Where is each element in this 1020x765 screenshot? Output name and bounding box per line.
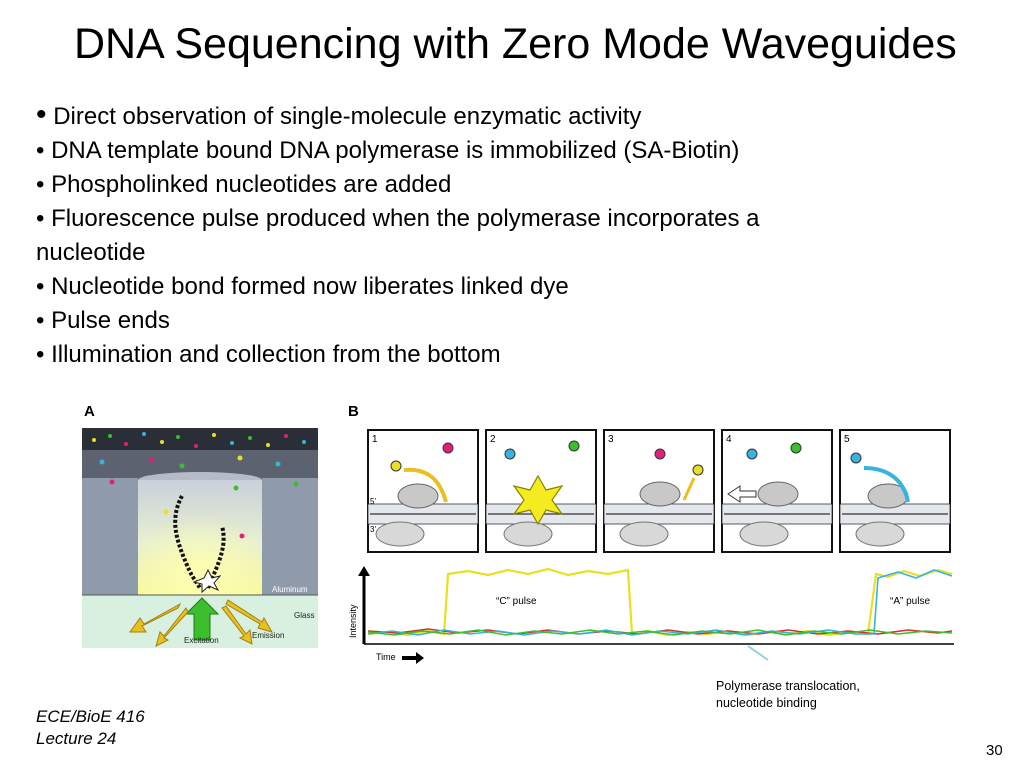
aluminum-left: [82, 478, 138, 595]
panel-a-label: A: [84, 403, 95, 420]
fluorescence-burst: [512, 474, 564, 526]
glass-label: Glass: [294, 611, 314, 620]
step-frame-2: 2: [485, 429, 597, 553]
caption-line: nucleotide binding: [716, 696, 817, 710]
excitation-label: Excitation: [184, 636, 219, 645]
bullet-marker: •: [36, 137, 45, 164]
translocation-pointer: [747, 645, 769, 661]
step-frame-4: 4: [721, 429, 833, 553]
panel-b-label: B: [348, 403, 359, 420]
step-frame-3: 3: [603, 429, 715, 553]
bullet-text: Nucleotide bond formed now liberates lin…: [51, 273, 569, 300]
c-pulse-label: “C” pulse: [496, 596, 537, 607]
step-frame-5: 5: [839, 429, 951, 553]
cyan-trace: [367, 569, 953, 636]
illumination-glow: [138, 488, 262, 595]
x-axis-label: Time: [376, 652, 396, 662]
bullet-marker: •: [36, 273, 45, 300]
bullet-item: • Illumination and collection from the b…: [36, 338, 936, 372]
lecture-number: Lecture 24: [36, 729, 117, 748]
bullet-marker: •: [36, 307, 45, 334]
zmw-well-illustration: Aluminum Glass Excitation Emission: [82, 428, 318, 648]
bullet-item-continuation: nucleotide: [36, 236, 936, 270]
step-number: 1: [372, 434, 378, 445]
bullet-text: DNA template bound DNA polymerase is imm…: [51, 137, 740, 164]
bullet-text: Illumination and collection from the bot…: [51, 341, 501, 368]
bullet-text: Direct observation of single-molecule en…: [53, 103, 642, 130]
y-axis-label: Intensity: [348, 604, 358, 638]
translocation-arrow: [727, 485, 757, 503]
sequencing-steps-and-trace: 1 5' 3' 2 3: [348, 429, 954, 664]
intensity-trace: Intensity Time “C” pulse “A” pulse: [348, 566, 954, 664]
bullet-marker: •: [36, 341, 45, 368]
step-number: 2: [490, 434, 496, 445]
translocation-caption: Polymerase translocation, nucleotide bin…: [716, 678, 936, 712]
bullet-marker: •: [36, 171, 45, 198]
bullet-item: • DNA template bound DNA polymerase is i…: [36, 134, 936, 168]
bullet-marker: •: [36, 98, 47, 131]
step-frame-1: 1 5' 3': [367, 429, 479, 553]
strand-5-label: 5': [370, 497, 376, 506]
bullet-text: Fluorescence pulse produced when the pol…: [51, 205, 760, 232]
page-number: 30: [986, 742, 1003, 759]
bullet-item: • Fluorescence pulse produced when the p…: [36, 202, 936, 236]
emission-arrows: [129, 599, 274, 647]
course-footer: ECE/BioE 416 Lecture 24: [36, 706, 145, 750]
course-code: ECE/BioE 416: [36, 707, 145, 726]
bullet-text: nucleotide: [36, 239, 146, 266]
strand-3-label: 3': [370, 525, 376, 534]
green-trace: [367, 629, 953, 636]
aluminum-label: Aluminum: [272, 585, 308, 594]
bullet-item: • Pulse ends: [36, 304, 936, 338]
aluminum-right: [262, 478, 318, 595]
fluorescent-nucleotides: [92, 432, 306, 539]
emission-label: Emission: [252, 631, 284, 640]
caption-line: Polymerase translocation,: [716, 679, 860, 693]
slide-title: DNA Sequencing with Zero Mode Waveguides: [74, 20, 957, 68]
polymerase-flash: [192, 568, 222, 594]
step-number: 3: [608, 434, 614, 445]
bullet-item: • Phospholinked nucleotides are added: [36, 168, 936, 202]
excitation-arrow: [184, 597, 220, 641]
step-number: 5: [844, 434, 850, 445]
step-number: 4: [726, 434, 732, 445]
step-frames: 1 5' 3' 2 3: [367, 429, 951, 553]
yellow-trace: [367, 567, 953, 637]
bullet-text: Pulse ends: [51, 307, 170, 334]
bullet-list: • Direct observation of single-molecule …: [36, 98, 936, 372]
bullet-text: Phospholinked nucleotides are added: [51, 171, 452, 198]
bullet-item: • Direct observation of single-molecule …: [36, 98, 936, 134]
bullet-item: • Nucleotide bond formed now liberates l…: [36, 270, 936, 304]
bullet-marker: •: [36, 205, 45, 232]
a-pulse-label: “A” pulse: [890, 596, 930, 607]
